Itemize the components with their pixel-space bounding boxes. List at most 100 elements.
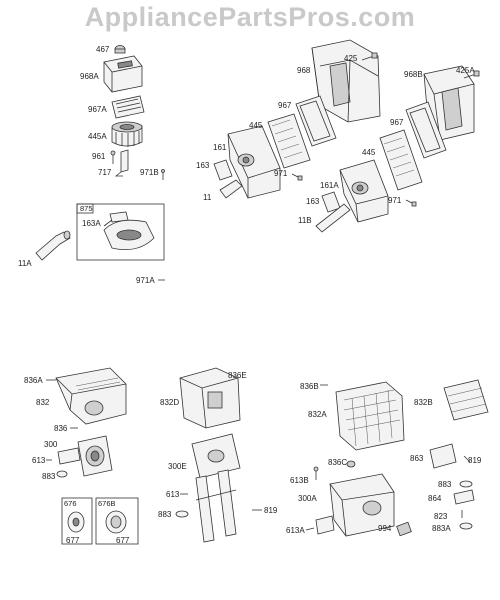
part-161-base[interactable]: [227, 125, 281, 199]
label-445b: 445: [362, 148, 376, 157]
label-613: 613: [32, 456, 46, 465]
label-11B: 11B: [298, 216, 312, 225]
part-832B-guard[interactable]: [443, 379, 489, 421]
label-163: 163: [196, 161, 210, 170]
part-971B-screw[interactable]: [161, 169, 165, 181]
label-161A: 161A: [320, 181, 339, 190]
label-819: 819: [264, 506, 278, 515]
label-445: 445: [249, 121, 263, 130]
label-961: 961: [92, 152, 106, 161]
label-836E: 836E: [228, 371, 247, 380]
part-163-gasket[interactable]: [213, 159, 233, 181]
part-467-nut[interactable]: [114, 45, 126, 54]
label-836B: 836B: [300, 382, 319, 391]
label-863: 863: [410, 454, 424, 463]
part-445b-filter[interactable]: [379, 129, 423, 191]
label-425: 425: [344, 54, 358, 63]
part-425-screw[interactable]: [361, 52, 378, 61]
kit-box-875[interactable]: [76, 203, 165, 261]
label-300A: 300A: [298, 494, 317, 503]
label-823: 823: [434, 512, 448, 521]
part-11B-elbow[interactable]: [315, 203, 351, 233]
label-832D: 832D: [160, 398, 180, 407]
label-676: 676: [64, 499, 77, 508]
label-968B: 968B: [404, 70, 423, 79]
part-425A-screw[interactable]: [463, 70, 480, 79]
label-967A: 967A: [88, 105, 107, 114]
label-425A: 425A: [456, 66, 475, 75]
label-11: 11: [203, 193, 212, 202]
label-163A: 163A: [82, 219, 101, 228]
label-971B: 971B: [140, 168, 159, 177]
label-467: 467: [96, 45, 110, 54]
label-968A: 968A: [80, 72, 99, 81]
part-836C-screw[interactable]: [346, 460, 356, 468]
part-445A-filter[interactable]: [111, 121, 143, 147]
label-971A: 971A: [136, 276, 155, 285]
part-883-gasket[interactable]: [56, 470, 68, 478]
kit-box-676B[interactable]: [95, 497, 139, 545]
part-819b-screw[interactable]: [463, 455, 471, 463]
label-967: 967: [278, 101, 292, 110]
part-971-screw[interactable]: [291, 173, 303, 181]
part-11A-elbow[interactable]: [35, 230, 71, 261]
label-883c: 883: [438, 480, 452, 489]
label-677b: 677: [116, 536, 130, 545]
label-968: 968: [297, 66, 311, 75]
part-300E-muffler[interactable]: [191, 433, 241, 543]
part-832-housing[interactable]: [55, 367, 127, 425]
part-161A-base[interactable]: [339, 159, 389, 223]
label-445A: 445A: [88, 132, 107, 141]
part-864-tube[interactable]: [453, 489, 475, 505]
part-967b-filter[interactable]: [405, 101, 447, 159]
label-832B: 832B: [414, 398, 433, 407]
label-875: 875: [80, 204, 93, 213]
label-832: 832: [36, 398, 50, 407]
label-836C: 836C: [328, 458, 348, 467]
part-967A-filter[interactable]: [111, 95, 145, 119]
label-832A: 832A: [308, 410, 327, 419]
label-883: 883: [42, 472, 56, 481]
label-717: 717: [98, 168, 112, 177]
label-836: 836: [54, 424, 68, 433]
part-968A-cover[interactable]: [103, 55, 143, 93]
part-717-bracket[interactable]: [114, 149, 129, 177]
label-300E: 300E: [168, 462, 187, 471]
part-994-fitting[interactable]: [396, 521, 412, 537]
part-967-filter[interactable]: [295, 95, 337, 147]
kit-box-676[interactable]: [61, 497, 93, 545]
part-883b-gasket[interactable]: [175, 510, 189, 518]
label-971b: 971: [388, 196, 402, 205]
part-613A-screw[interactable]: [305, 527, 315, 531]
part-863-bracket[interactable]: [429, 443, 457, 469]
label-967b: 967: [390, 118, 404, 127]
label-864: 864: [428, 494, 442, 503]
part-968B-cover[interactable]: [423, 65, 475, 141]
label-819b: 819: [468, 456, 482, 465]
part-971b-screw[interactable]: [405, 199, 417, 207]
label-613b: 613: [166, 490, 180, 499]
label-677: 677: [66, 536, 80, 545]
label-883A: 883A: [432, 524, 451, 533]
label-613A: 613A: [286, 526, 305, 535]
label-163b: 163: [306, 197, 320, 206]
part-883c-gasket[interactable]: [459, 480, 473, 488]
part-300-muffler[interactable]: [57, 435, 113, 477]
label-11A: 11A: [18, 259, 32, 268]
part-883A-gasket[interactable]: [459, 522, 473, 530]
part-832A-guard[interactable]: [335, 381, 405, 451]
label-161: 161: [213, 143, 227, 152]
label-971: 971: [274, 169, 288, 178]
part-613B-screw[interactable]: [313, 466, 319, 480]
part-961-screw[interactable]: [110, 150, 116, 164]
label-836A: 836A: [24, 376, 43, 385]
label-883b: 883: [158, 510, 172, 519]
part-832D-cover[interactable]: [179, 367, 241, 429]
part-300A-muffler[interactable]: [315, 473, 395, 537]
label-300: 300: [44, 440, 58, 449]
watermark: AppliancePartsPros.com: [84, 2, 416, 32]
part-445-filter[interactable]: [267, 113, 311, 169]
label-994: 994: [378, 524, 392, 533]
part-11-elbow[interactable]: [219, 179, 243, 199]
